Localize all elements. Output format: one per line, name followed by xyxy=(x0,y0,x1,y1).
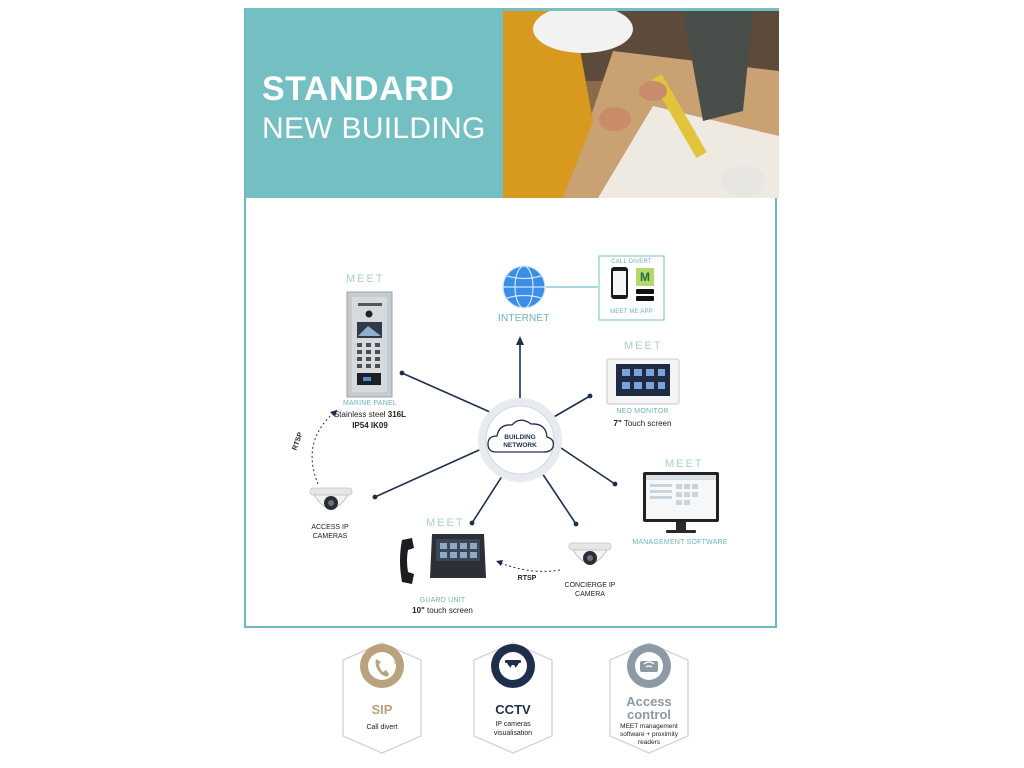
meet-me-app-label: MEET ME APP xyxy=(610,309,653,315)
rtsp-bottom-label: RTSP xyxy=(517,575,537,582)
globe-icon xyxy=(502,265,546,309)
meet-me-app-box: M xyxy=(598,255,665,321)
handset-icon xyxy=(400,538,414,584)
neo-monitor-device xyxy=(606,358,680,405)
link-guard xyxy=(471,469,507,524)
google-play-badge xyxy=(636,296,654,301)
concierge-camera-label1: CONCIERGE IP xyxy=(564,582,616,589)
network-links xyxy=(374,336,616,525)
badge-cctv-desc1: IP cameras xyxy=(495,721,531,728)
badge-cctv-desc2: visualisation xyxy=(493,730,533,737)
badge-access-control xyxy=(609,642,689,754)
arrow-internet xyxy=(516,336,524,345)
infographic-card: STANDARD NEW BUILDING xyxy=(244,8,779,628)
management-software-device xyxy=(643,472,719,533)
title-standard: STANDARD xyxy=(262,70,455,108)
badge-access-desc3: readers xyxy=(637,739,661,746)
hub-label-line1: BUILDING xyxy=(504,434,535,441)
card-reader-icon xyxy=(640,661,658,672)
marine-panel-label: MARINE PANEL xyxy=(342,400,397,407)
header-banner: STANDARD NEW BUILDING xyxy=(246,8,779,198)
app-logo-icon xyxy=(636,268,654,286)
phone-icon xyxy=(375,659,389,677)
badge-cctv xyxy=(473,642,553,754)
badge-access-desc1: MEET management xyxy=(620,723,678,730)
neo-monitor-spec: 7" Touch screen xyxy=(613,419,672,428)
badge-sip-desc: Call divert xyxy=(366,724,398,731)
link-concierge xyxy=(539,469,577,525)
link-access-camera xyxy=(374,445,489,498)
access-ip-camera-device xyxy=(309,487,353,510)
brand-label-guard: MEET xyxy=(426,517,465,529)
call-divert-label: CALL DIVERT xyxy=(611,259,652,265)
marine-panel-device xyxy=(346,291,393,398)
marine-panel-spec1: Stainless steel 316L xyxy=(333,410,407,419)
link-software xyxy=(557,445,616,485)
sip-icon-sub: SIP xyxy=(394,660,403,666)
link-monitor xyxy=(551,395,591,419)
badge-sip xyxy=(342,642,422,754)
hub-label-line2: NETWORK xyxy=(503,442,537,449)
access-camera-label2: CAMERAS xyxy=(312,533,348,540)
rtsp-bottom-arc xyxy=(497,561,561,572)
badge-sip-title: SIP xyxy=(371,702,393,717)
cloud-icon xyxy=(487,419,555,453)
badge-access-title1: Access xyxy=(626,694,672,709)
guard-unit-label: GUARD UNIT xyxy=(419,597,466,604)
concierge-camera-label2: CAMERA xyxy=(575,591,605,598)
title-new-building: NEW BUILDING xyxy=(262,112,486,145)
badge-cctv-title: CCTV xyxy=(495,702,531,717)
building-network-hub: BUILDING NETWORK xyxy=(478,398,562,482)
link-endpoints xyxy=(372,370,618,527)
internet-label: INTERNET xyxy=(498,313,550,324)
construction-photo xyxy=(503,11,779,198)
concierge-ip-camera-device xyxy=(568,542,612,565)
access-camera-label1: ACCESS IP xyxy=(311,524,349,531)
camera-icon xyxy=(505,660,521,669)
guard-unit-device xyxy=(400,534,486,584)
app-store-badge xyxy=(636,289,654,294)
management-software-label: MANAGEMENT SOFTWARE xyxy=(632,539,728,546)
brand-label-software: MEET xyxy=(665,458,704,470)
brand-label-panel: MEET xyxy=(346,273,385,285)
brand-label-monitor: MEET xyxy=(624,340,663,352)
neo-monitor-label: NEO MONITOR xyxy=(616,408,669,415)
rtsp-left-arc xyxy=(311,409,338,485)
badge-access-title2: control xyxy=(626,707,672,722)
badge-access-desc2: software + proximity xyxy=(620,731,678,738)
guard-unit-spec: 10" touch screen xyxy=(412,606,473,615)
svg-text:M: M xyxy=(640,270,650,284)
link-panel xyxy=(401,372,491,413)
marine-panel-spec2: IP54 IK09 xyxy=(352,421,388,430)
